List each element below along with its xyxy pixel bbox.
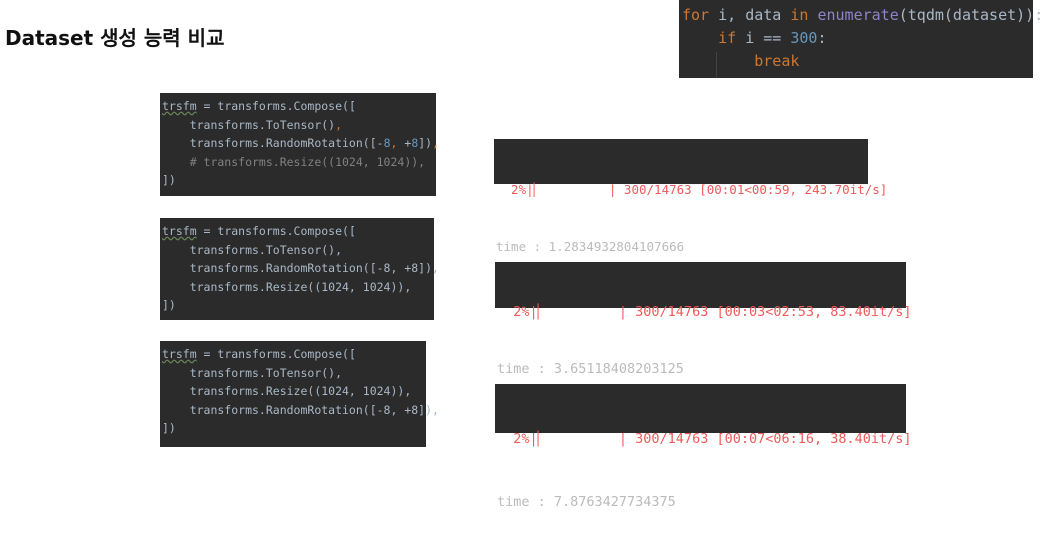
code-line: trsfm = transforms.Compose([ <box>162 345 426 364</box>
code-line: transforms.RandomRotation([-8, +8]), <box>162 401 439 420</box>
code-line: transforms.ToTensor(), <box>162 241 434 260</box>
indent-guide <box>716 52 717 78</box>
code-token: (tqdm(dataset)): <box>898 6 1041 24</box>
elapsed-time-text: time : 3.65118408203125 <box>497 361 684 377</box>
code-token: i, data <box>718 6 791 24</box>
code-token: transforms.ToTensor(), <box>162 365 343 380</box>
code-token: transforms.ToTensor() <box>162 117 336 132</box>
code-token: enumerate <box>817 6 899 24</box>
code-line: ]) <box>162 419 426 438</box>
code-line: trsfm = transforms.Compose([ <box>162 222 434 241</box>
code-token: : <box>817 29 827 47</box>
output-console-2: 2%|▏ | 300/14763 [00:03<02:53, 83.40it/s… <box>495 262 912 377</box>
code-token: = transforms.Compose([ <box>196 347 356 361</box>
loop-code-snippet: for i, data in enumerate(tqdm(dataset)):… <box>679 0 1041 78</box>
code-line: transforms.ToTensor(), <box>162 364 426 383</box>
elapsed-time-text: time : 1.2834932804107666 <box>496 239 685 254</box>
transform-code-snippet-2: trsfm = transforms.Compose([ transforms.… <box>160 218 439 320</box>
code-token: ]) <box>418 136 433 150</box>
transform-code-snippet-1: trsfm = transforms.Compose([ transforms.… <box>160 93 440 196</box>
code-token: transforms.ToTensor(), <box>162 242 343 257</box>
code-token: 8 <box>411 136 419 150</box>
code-token: trsfm <box>162 224 197 238</box>
code-token: transforms.Resize((1024, 1024)), <box>162 384 412 398</box>
code-line: transforms.RandomRotation([-8, +8]), <box>162 134 440 153</box>
code-token: transforms.RandomRotation([ <box>162 136 377 150</box>
code-line: ]) <box>162 171 436 190</box>
code-token: transforms.RandomRotation([-8, +8]), <box>162 402 439 417</box>
code-line: # transforms.Resize((1024, 1024)), <box>162 153 436 172</box>
progress-bar-text: 2%|▏ | 300/14763 [00:03<02:53, 83.40it/s… <box>497 304 912 320</box>
code-line: for i, data in enumerate(tqdm(dataset)): <box>682 4 1041 27</box>
code-line: transforms.Resize((1024, 1024)), <box>162 278 434 297</box>
code-token: trsfm <box>162 347 197 361</box>
code-token: break <box>754 52 800 70</box>
code-token: + <box>404 136 412 150</box>
code-line: ]) <box>162 296 434 315</box>
page-title: Dataset 생성 능력 비교 <box>5 26 225 50</box>
progress-bar-text: 2%|▏ | 300/14763 [00:07<06:16, 38.40it/s… <box>497 431 912 447</box>
transform-code-snippet-3: trsfm = transforms.Compose([ transforms.… <box>160 341 439 447</box>
code-line: transforms.RandomRotation([-8, +8]), <box>162 259 439 278</box>
code-token: ]) <box>162 421 176 435</box>
code-token: ]) <box>162 298 176 312</box>
code-token: , <box>432 136 440 150</box>
code-token: , <box>335 117 343 132</box>
code-line: transforms.ToTensor(), <box>162 116 436 135</box>
code-token <box>682 29 718 47</box>
code-token: if <box>718 29 746 47</box>
output-console-1: 2%|▏ | 300/14763 [00:01<00:59, 243.70it/… <box>494 139 887 254</box>
code-token: = transforms.Compose([ <box>196 99 356 113</box>
output-console-3: 2%|▏ | 300/14763 [00:07<06:16, 38.40it/s… <box>495 384 912 510</box>
code-token: = transforms.Compose([ <box>196 224 356 238</box>
code-token: ]) <box>162 173 176 187</box>
code-line: transforms.Resize((1024, 1024)), <box>162 382 426 401</box>
code-line: break <box>682 50 1033 73</box>
code-token: # transforms.Resize((1024, 1024)), <box>162 154 426 169</box>
code-token: for <box>682 6 719 24</box>
code-token: , <box>390 136 405 150</box>
code-token <box>682 52 754 70</box>
code-token: 8 <box>383 136 391 150</box>
code-line: if i == 300: <box>682 27 1033 50</box>
progress-bar-text: 2%|▏ | 300/14763 [00:01<00:59, 243.70it/… <box>496 182 888 197</box>
elapsed-time-text: time : 7.8763427734375 <box>497 494 676 510</box>
code-token: transforms.RandomRotation([-8, +8]), <box>162 261 439 275</box>
code-token: - <box>376 136 384 150</box>
code-token: trsfm <box>162 99 197 113</box>
code-token: in <box>790 6 818 24</box>
code-token: 300 <box>790 29 818 47</box>
code-token: i == <box>745 29 791 47</box>
code-line: trsfm = transforms.Compose([ <box>162 97 436 116</box>
code-token: transforms.Resize((1024, 1024)), <box>162 279 412 294</box>
